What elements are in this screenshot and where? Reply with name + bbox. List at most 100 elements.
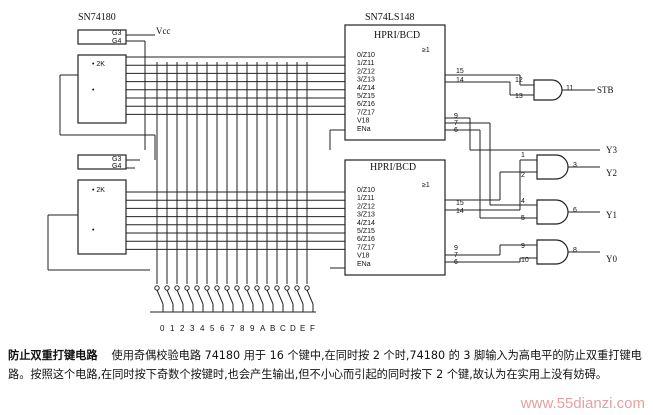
encoder-title-top: HPRI/BCD xyxy=(374,30,420,41)
encoder-bottom: HPRI/BCD ≥1 xyxy=(344,159,446,276)
key-label: E xyxy=(300,324,305,333)
key-label: 3 xyxy=(190,324,195,333)
ge1-top: ≥1 xyxy=(422,47,430,54)
svg-text:•: • xyxy=(92,87,95,94)
and-gate-stb xyxy=(533,79,563,101)
encoder-input-label: 4/Z14 xyxy=(357,220,375,227)
encoder-input-label: 3/Z13 xyxy=(357,77,375,84)
encoder-input-label: 4/Z14 xyxy=(357,85,375,92)
caption-text: 使用奇偶校验电路 74180 用于 16 个键中,在同时按 2 个时,74180… xyxy=(8,349,642,381)
output-stb: STB xyxy=(597,85,614,95)
encoder-input-label: 5/Z15 xyxy=(357,228,375,235)
key-switch xyxy=(186,289,194,305)
key-switch xyxy=(196,289,204,305)
key-switch xyxy=(226,289,234,305)
key-switch xyxy=(246,289,254,305)
pin-number: 12 xyxy=(515,77,523,84)
svg-text:• 2K: • 2K xyxy=(92,61,105,68)
key-label: D xyxy=(290,324,296,333)
key-switch xyxy=(266,289,274,305)
key-contact xyxy=(164,285,170,291)
encoder-input-label: 0/Z10 xyxy=(357,187,375,194)
key-label: 8 xyxy=(240,324,245,333)
key-contact xyxy=(154,285,160,291)
vcc-label: Vcc xyxy=(156,26,171,36)
key-switch xyxy=(216,289,224,305)
svg-text:G3: G3 xyxy=(112,30,121,37)
encoder-input-label: 7/Z17 xyxy=(357,244,375,251)
key-switch xyxy=(206,289,214,305)
pin-number: 4 xyxy=(521,198,525,205)
pin-number: 1 xyxy=(521,152,525,159)
pin-number: 7 xyxy=(454,252,458,259)
key-label: 2 xyxy=(180,324,185,333)
pin-number: 6 xyxy=(454,127,458,134)
watermark: www.55dianzi.com xyxy=(520,395,645,412)
key-switch xyxy=(286,289,294,305)
encoder-title-bottom: HPRI/BCD xyxy=(370,162,416,173)
key-contact xyxy=(234,285,240,291)
key-contact xyxy=(214,285,220,291)
pin-number: 2 xyxy=(521,172,525,179)
key-contact xyxy=(184,285,190,291)
pin-number: 14 xyxy=(456,208,464,215)
svg-text:•: • xyxy=(92,227,95,234)
pin-number: 10 xyxy=(521,257,529,264)
key-label: F xyxy=(310,324,315,333)
key-contact xyxy=(304,285,310,291)
key-contact xyxy=(264,285,270,291)
key-label: C xyxy=(280,324,286,333)
pin-number: 9 xyxy=(454,113,458,120)
pin-number: 8 xyxy=(573,247,577,254)
key-switch xyxy=(176,289,184,305)
encoder-input-label: V18 xyxy=(357,253,370,260)
key-switch xyxy=(256,289,264,305)
pin-number: 5 xyxy=(521,215,525,222)
pin-number: 9 xyxy=(521,243,525,250)
and-gate-y2 xyxy=(536,154,569,180)
key-switch xyxy=(276,289,284,305)
encoder-input-label: 2/Z12 xyxy=(357,203,375,210)
pin-number: 15 xyxy=(456,200,464,207)
pin-number: 6 xyxy=(454,259,458,266)
encoder-input-label: ENa xyxy=(357,261,371,268)
key-contact xyxy=(254,285,260,291)
encoder-input-label: 0/Z10 xyxy=(357,52,375,59)
and-gate-y1 xyxy=(536,199,569,225)
key-label: 4 xyxy=(200,324,205,333)
key-label: 1 xyxy=(170,324,175,333)
svg-text:G3: G3 xyxy=(112,156,121,163)
parity-chip-label: SN74180 xyxy=(78,12,116,23)
key-label: 9 xyxy=(250,324,255,333)
pin-number: 9 xyxy=(454,245,458,252)
output-y2: Y2 xyxy=(606,168,617,178)
caption-title: 防止双重打键电路 xyxy=(8,349,98,362)
key-contact xyxy=(194,285,200,291)
svg-text:G4: G4 xyxy=(112,163,121,170)
encoder-input-label: 5/Z15 xyxy=(357,93,375,100)
figure-caption: 防止双重打键电路使用奇偶校验电路 74180 用于 16 个键中,在同时按 2 … xyxy=(8,346,648,384)
key-label: A xyxy=(260,324,266,333)
pin-number: 13 xyxy=(515,93,523,100)
encoder-input-label: 1/Z11 xyxy=(357,195,374,202)
key-contact xyxy=(294,285,300,291)
key-switch xyxy=(156,289,164,305)
svg-text:G4: G4 xyxy=(112,38,121,45)
and-gate-y0 xyxy=(536,239,569,265)
encoder-input-label: 7/Z17 xyxy=(357,109,375,116)
encoder-input-label: ENa xyxy=(357,126,371,133)
encoder-input-label: V18 xyxy=(357,118,370,125)
key-contact xyxy=(174,285,180,291)
key-label: 0 xyxy=(160,324,165,333)
encoder-input-label: 6/Z16 xyxy=(357,236,375,243)
encoder-input-label: 3/Z13 xyxy=(357,212,375,219)
pin-number: 14 xyxy=(456,77,464,84)
output-y0: Y0 xyxy=(606,254,617,264)
pin-number: 7 xyxy=(454,120,458,127)
pin-number: 6 xyxy=(573,207,577,214)
key-label: B xyxy=(270,324,275,333)
